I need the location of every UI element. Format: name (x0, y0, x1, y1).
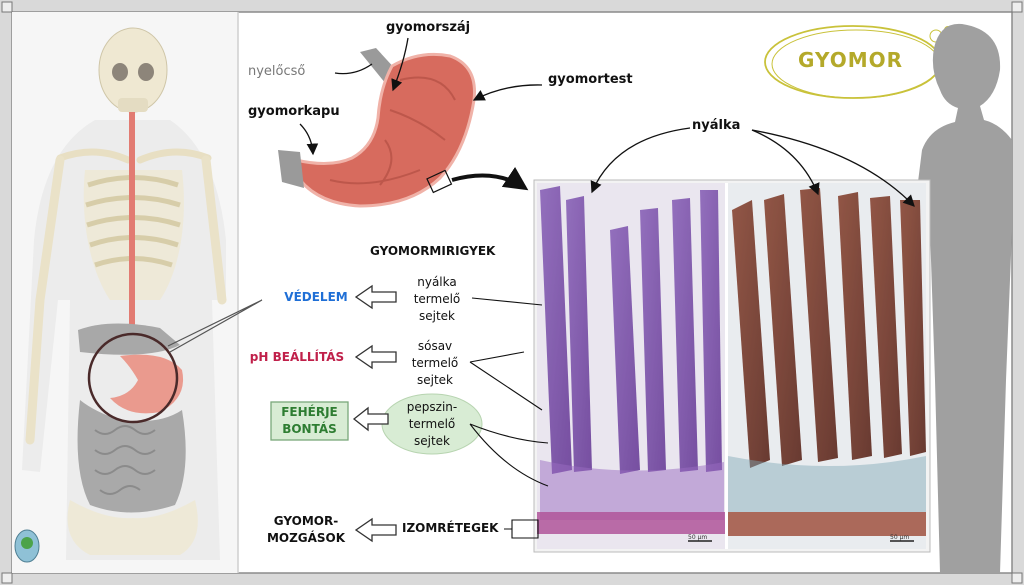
mucus-arrow-left (590, 127, 691, 194)
scale-bar-left: 50 µm (688, 534, 708, 541)
mucus-cell-label: nyálka termelő sejtek (400, 274, 474, 325)
corner-br (1011, 572, 1023, 584)
mucus-arrow-right (751, 129, 915, 207)
acid-cell-line (469, 351, 543, 411)
muscle-line (504, 519, 539, 539)
function-arrows (352, 284, 397, 543)
corner-tr (1011, 1, 1023, 13)
glands-heading: GYOMORMIRIGYEK (370, 244, 496, 258)
histology-image (533, 179, 931, 553)
movement-label-line-1: GYOMOR- (273, 514, 339, 528)
mucus-cell-line-3: sejtek (418, 309, 455, 323)
cardia-arrow (391, 37, 409, 92)
mucus-arrow-mid (751, 129, 820, 196)
body-label: gyomortest (548, 72, 633, 87)
stomach-illustration (278, 48, 476, 208)
corner-bl (1, 572, 13, 584)
movement-label-line-2: MOZGÁSOK (266, 531, 346, 545)
protection-label: VÉDELEM (284, 290, 348, 304)
cardia-label: gyomorszáj (386, 20, 471, 35)
mucus-cell-line-1: nyálka (417, 275, 457, 289)
pepsin-cell-line (469, 423, 549, 487)
pepsin-cell-label: pepszin- termelő sejtek (394, 399, 470, 450)
esophagus-label: nyelőcső (248, 64, 306, 79)
acid-cell-line-1: sósav (417, 339, 453, 353)
acid-cell-line-3: sejtek (416, 373, 453, 387)
mucus-cell-line-2: termelő (413, 292, 461, 306)
pylorus-arrow (299, 123, 319, 156)
protein-label-line-2: BONTÁS (282, 422, 337, 436)
mucus-label: nyálka (692, 118, 741, 133)
protein-label: FEHÉRJE BONTÁS (271, 404, 348, 438)
protein-box (270, 401, 349, 441)
logo-badge (14, 529, 40, 563)
muscle-label: IZOMRÉTEGEK (402, 521, 499, 535)
esophagus-leader (334, 63, 373, 75)
pylorus-label: gyomorkapu (248, 104, 340, 119)
corner-tl (1, 1, 13, 13)
acid-cell-line-2: termelő (411, 356, 459, 370)
protein-label-line-1: FEHÉRJE (281, 405, 338, 419)
ph-label: pH BEÁLLÍTÁS (249, 350, 345, 364)
skeleton-illustration (22, 27, 263, 560)
pepsin-cell-line-1: pepszin- (406, 400, 458, 414)
pepsin-cell-line-2: termelő (408, 417, 456, 431)
zoom-arrow (451, 166, 529, 191)
pepsin-cell-line-3: sejtek (413, 434, 450, 448)
scale-bar-right: 50 µm (890, 534, 910, 541)
page-title: GYOMOR (798, 48, 904, 72)
body-arrow (472, 84, 543, 101)
acid-cell-label: sósav termelő sejtek (398, 338, 472, 389)
person-silhouette (911, 23, 1012, 574)
mucus-cell-line (471, 297, 543, 306)
movement-label: GYOMOR- MOZGÁSOK (258, 513, 354, 547)
